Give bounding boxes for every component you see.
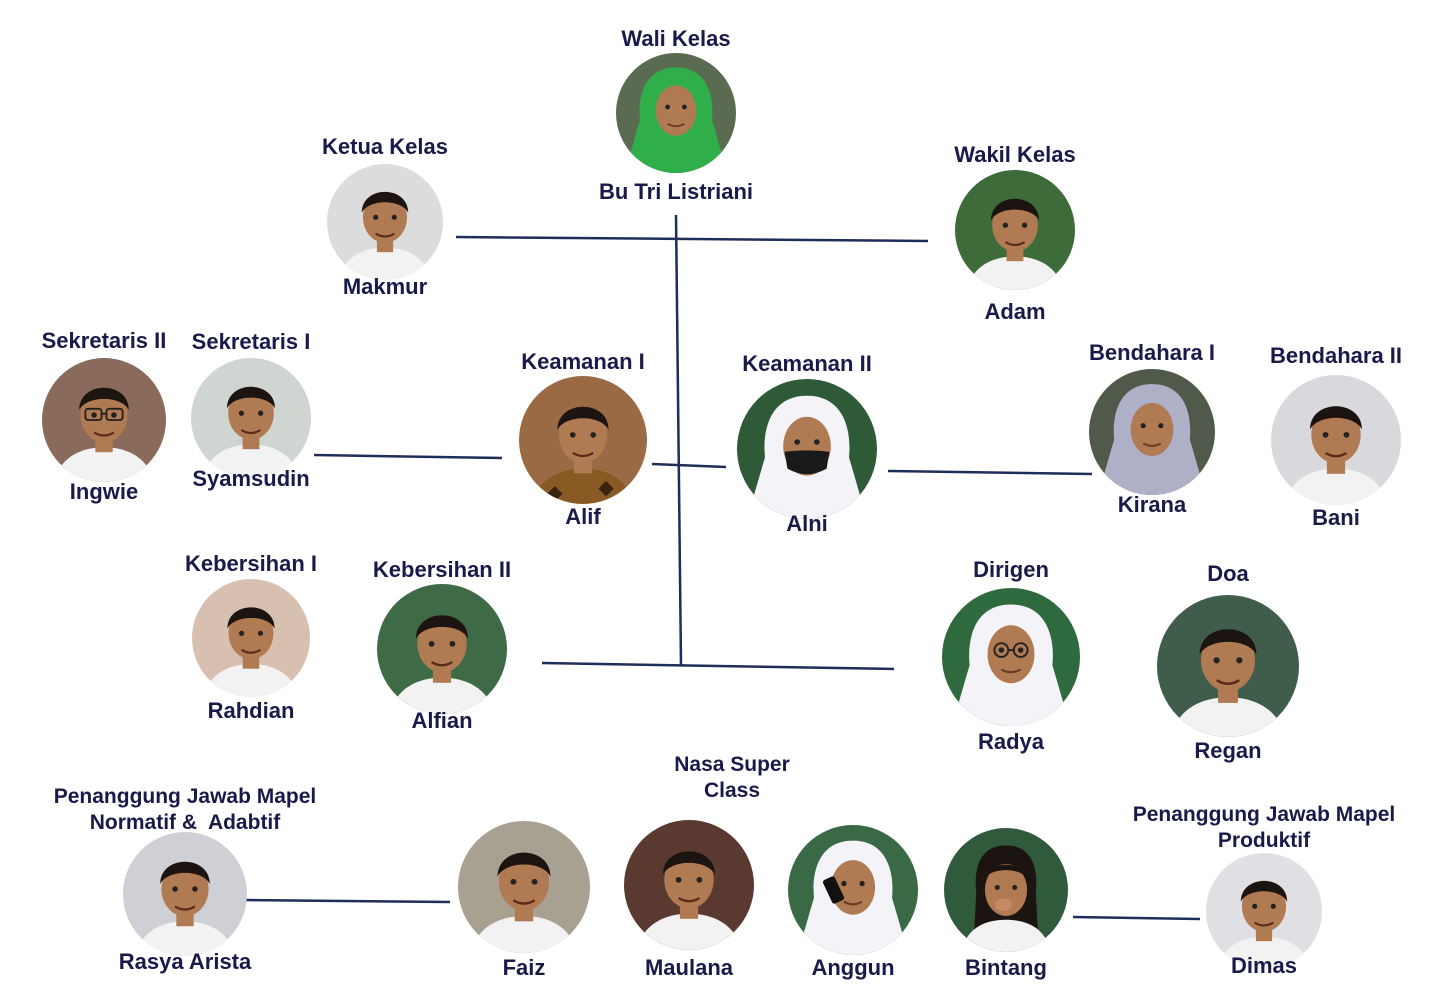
group-title: Nasa Super Class (674, 753, 790, 802)
portrait-photo (123, 832, 247, 956)
portrait-photo (1206, 853, 1322, 969)
portrait-photo (519, 376, 647, 504)
person-name: Anggun (811, 955, 895, 980)
portrait-photo (737, 379, 877, 519)
connector-ketua-wakil (455, 235, 929, 243)
connector-keamanan-pair (651, 462, 727, 469)
role-label: Kebersihan II (372, 557, 512, 582)
role-label: Bendahara II (1269, 343, 1403, 368)
connector-pj-produktif (1072, 915, 1201, 921)
portrait-photo (42, 358, 166, 482)
person-name: Bani (1312, 505, 1360, 530)
portrait-photo (616, 53, 736, 173)
person-name: Regan (1194, 738, 1262, 763)
role-label: Bendahara I (1089, 340, 1215, 365)
connector-trunk (674, 214, 683, 666)
person-name: Kirana (1117, 492, 1187, 517)
portrait-photo (1271, 375, 1401, 505)
person-name: Dimas (1230, 953, 1298, 978)
role-label: Sekretaris I (191, 329, 311, 354)
person-name: Faiz (502, 955, 546, 980)
role-label: Keamanan I (521, 349, 645, 374)
role-label: Kebersihan I (184, 551, 318, 576)
connector-pj-normatif (243, 898, 451, 904)
person-name: Ingwie (69, 479, 139, 504)
portrait-photo (942, 588, 1080, 726)
portrait-photo (458, 821, 590, 953)
connector-kebersihan-dirigen (541, 661, 895, 671)
portrait-photo (955, 170, 1075, 290)
role-label: Keamanan II (742, 351, 872, 376)
person-name: Makmur (342, 274, 428, 299)
person-name: Bu Tri Listriani (598, 179, 754, 204)
role-label: Ketua Kelas (322, 134, 448, 159)
person-name: Alfian (411, 708, 473, 733)
portrait-photo (1157, 595, 1299, 737)
portrait-photo (192, 579, 310, 697)
person-name: Alif (565, 504, 601, 529)
portrait-photo (1089, 369, 1215, 495)
person-name: Maulana (644, 955, 734, 980)
portrait-photo (377, 584, 507, 714)
person-name: Rasya Arista (118, 949, 252, 974)
person-name: Alni (786, 511, 828, 536)
person-name: Syamsudin (192, 466, 310, 491)
role-label: Wakil Kelas (954, 142, 1076, 167)
portrait-photo (624, 820, 754, 950)
role-label: Penanggung Jawab Mapel Normatif & Adabti… (53, 785, 317, 834)
portrait-photo (944, 828, 1068, 952)
person-name: Adam (984, 299, 1046, 324)
portrait-photo (788, 825, 918, 955)
person-name: Rahdian (207, 698, 295, 723)
portrait-photo (327, 164, 443, 280)
role-label: Doa (1207, 561, 1249, 586)
role-label: Wali Kelas (621, 26, 731, 51)
connector-keamanan-bendahara (887, 469, 1093, 476)
person-name: Radya (977, 729, 1045, 754)
person-name: Bintang (965, 955, 1047, 980)
role-label: Dirigen (973, 557, 1049, 582)
role-label: Sekretaris II (41, 328, 167, 353)
connector-sekretaris-keamanan (313, 453, 503, 460)
portrait-photo (191, 358, 311, 478)
role-label: Penanggung Jawab Mapel Produktif (1132, 803, 1396, 852)
